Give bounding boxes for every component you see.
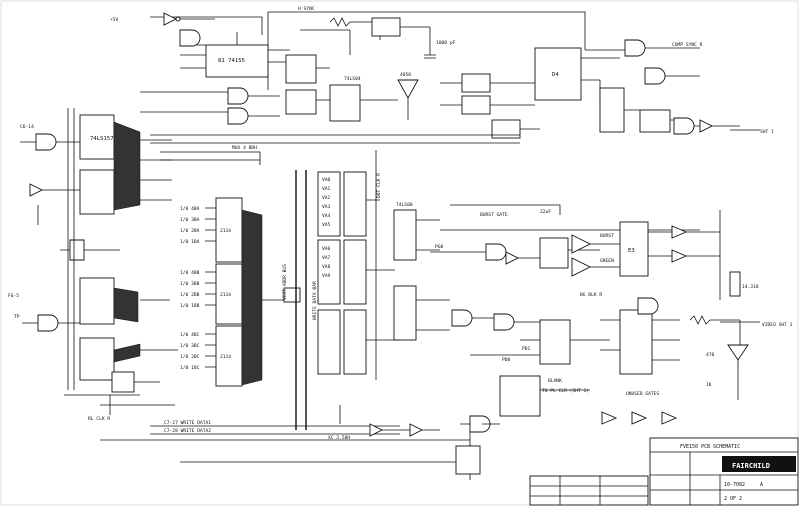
company-name: FAIRCHILD (732, 462, 770, 470)
r470-label: 470 (706, 352, 715, 358)
c-22uf-label: 22uF (540, 209, 551, 215)
dot-clk-label: DOT CLK R (376, 173, 382, 198)
svg-text:VA9: VA9 (322, 273, 331, 279)
c-1000pf-label: 1000 pF (436, 40, 456, 46)
burst-label: BURST (600, 233, 614, 239)
svg-text:1/0 1BA: 1/0 1BA (180, 239, 200, 245)
svg-text:VA4: VA4 (322, 213, 331, 219)
svg-text:VA6: VA6 (322, 246, 331, 252)
plus5v-top: +5V (110, 17, 119, 23)
svg-text:C6-14: C6-14 (20, 124, 34, 130)
svg-text:VA7: VA7 (322, 255, 331, 261)
svg-text:1/0 4BA: 1/0 4BA (180, 206, 200, 212)
svg-text:1/0 3BC: 1/0 3BC (180, 343, 200, 349)
green-label: GREEN (600, 258, 614, 264)
u4050-label: 4050 (400, 72, 411, 78)
svg-text:TP: TP (14, 314, 20, 320)
svg-text:1/0 3BB: 1/0 3BB (180, 281, 200, 287)
svg-text:2114: 2114 (220, 292, 231, 298)
blank-label: BLANK (548, 378, 562, 384)
sheet-number: 2 OF 2 (724, 496, 742, 502)
ram-array: MUX 4 BDH 2114 2114 2114 1/0 4BA 1/0 3BA… (150, 134, 520, 430)
svg-text:1/0 2BC: 1/0 2BC (180, 354, 200, 360)
bg-blk-label: BG BLK R (580, 292, 602, 298)
title-block: FVE150 PCB SCHEMATIC FAIRCHILD 10-7082 A… (529, 437, 799, 506)
pg0-label: PG0 (435, 244, 444, 250)
svg-text:VA5: VA5 (322, 222, 331, 228)
sht1-label: SHT 1 (760, 129, 774, 135)
drawing-title: FVE150 PCB SCHEMATIC (680, 444, 740, 450)
pd1-label: PD1 (522, 346, 531, 352)
xc-clk-label: XC 3.58H (328, 435, 350, 441)
svg-text:VA1: VA1 (322, 186, 331, 192)
svg-text:1/0 4BC: 1/0 4BC (180, 332, 200, 338)
svg-text:F6-5: F6-5 (8, 293, 19, 299)
u74ls00-label: 74LS00 (396, 202, 413, 208)
svg-text:2114: 2114 (220, 354, 231, 360)
u-ls157-a: 74LS157 (90, 136, 114, 142)
svg-text:1/0 1BC: 1/0 1BC (180, 365, 200, 371)
svg-text:1/0 4BB: 1/0 4BB (180, 270, 200, 276)
pd0-label: PD0 (502, 357, 511, 363)
r1k-label: 1K (706, 382, 712, 388)
top-section: H SYNC +5V 81 74155 74LS04 1000 pF 4050 (110, 6, 774, 139)
write-data-bar-label: WRITE DATA BAR (312, 281, 318, 320)
mid-logic: 74LS00 BURST GATE 22uF PD1 PD0 PG0 BURST… (393, 202, 793, 400)
ram-a-label: 2114 (220, 228, 231, 234)
burst-gate-label: BURST GATE (480, 212, 508, 218)
write-data1-label: C7-27 WRITE DATA1 (164, 420, 211, 426)
svg-text:1/0 1BB: 1/0 1BB (180, 303, 200, 309)
svg-text:VA8: VA8 (322, 264, 331, 270)
svg-text:VA3: VA3 (322, 204, 331, 210)
ls04-label: 74LS04 (344, 76, 361, 82)
svg-text:1/0 3BA: 1/0 3BA (180, 217, 200, 223)
write-data2-label: C7-28 WRITE DATA2 (164, 428, 211, 434)
comp-sync-label: COMP SYNC R (672, 42, 703, 48)
rl-clk-label: RL CLK R (88, 416, 110, 422)
unused-gates-label: UNUSED GATES (626, 391, 659, 397)
svg-text:VA0: VA0 (322, 177, 331, 183)
svg-text:1/0 2BB: 1/0 2BB (180, 292, 200, 298)
svg-text:D4: D4 (552, 72, 559, 78)
rev: A (760, 482, 763, 488)
bottom-section: C7-27 WRITE DATA1 C7-28 WRITE DATA2 XC 3… (100, 375, 678, 480)
svg-text:VA2: VA2 (322, 195, 331, 201)
svg-text:1/0 2BA: 1/0 2BA (180, 228, 200, 234)
crystal-label: 14.318 (742, 284, 759, 290)
mux-bdh-label: MUX 4 BDH (232, 145, 257, 151)
left-section: 74LS157 C6-14 F6-5 TP RL CLK R (8, 108, 178, 422)
h-sync-label: H SYNC (298, 6, 315, 12)
doc-number: 10-7082 (724, 482, 745, 488)
video-label: VIDEO SHT 1 (762, 322, 793, 328)
svg-text:E3: E3 (628, 248, 635, 254)
u74155-label: 81 74155 (218, 58, 245, 64)
to-pl-clr-label: TO PL CLR (SHT 1) (542, 388, 589, 394)
vert-addr-bus-label: VERT ADDR BUS (282, 264, 288, 300)
